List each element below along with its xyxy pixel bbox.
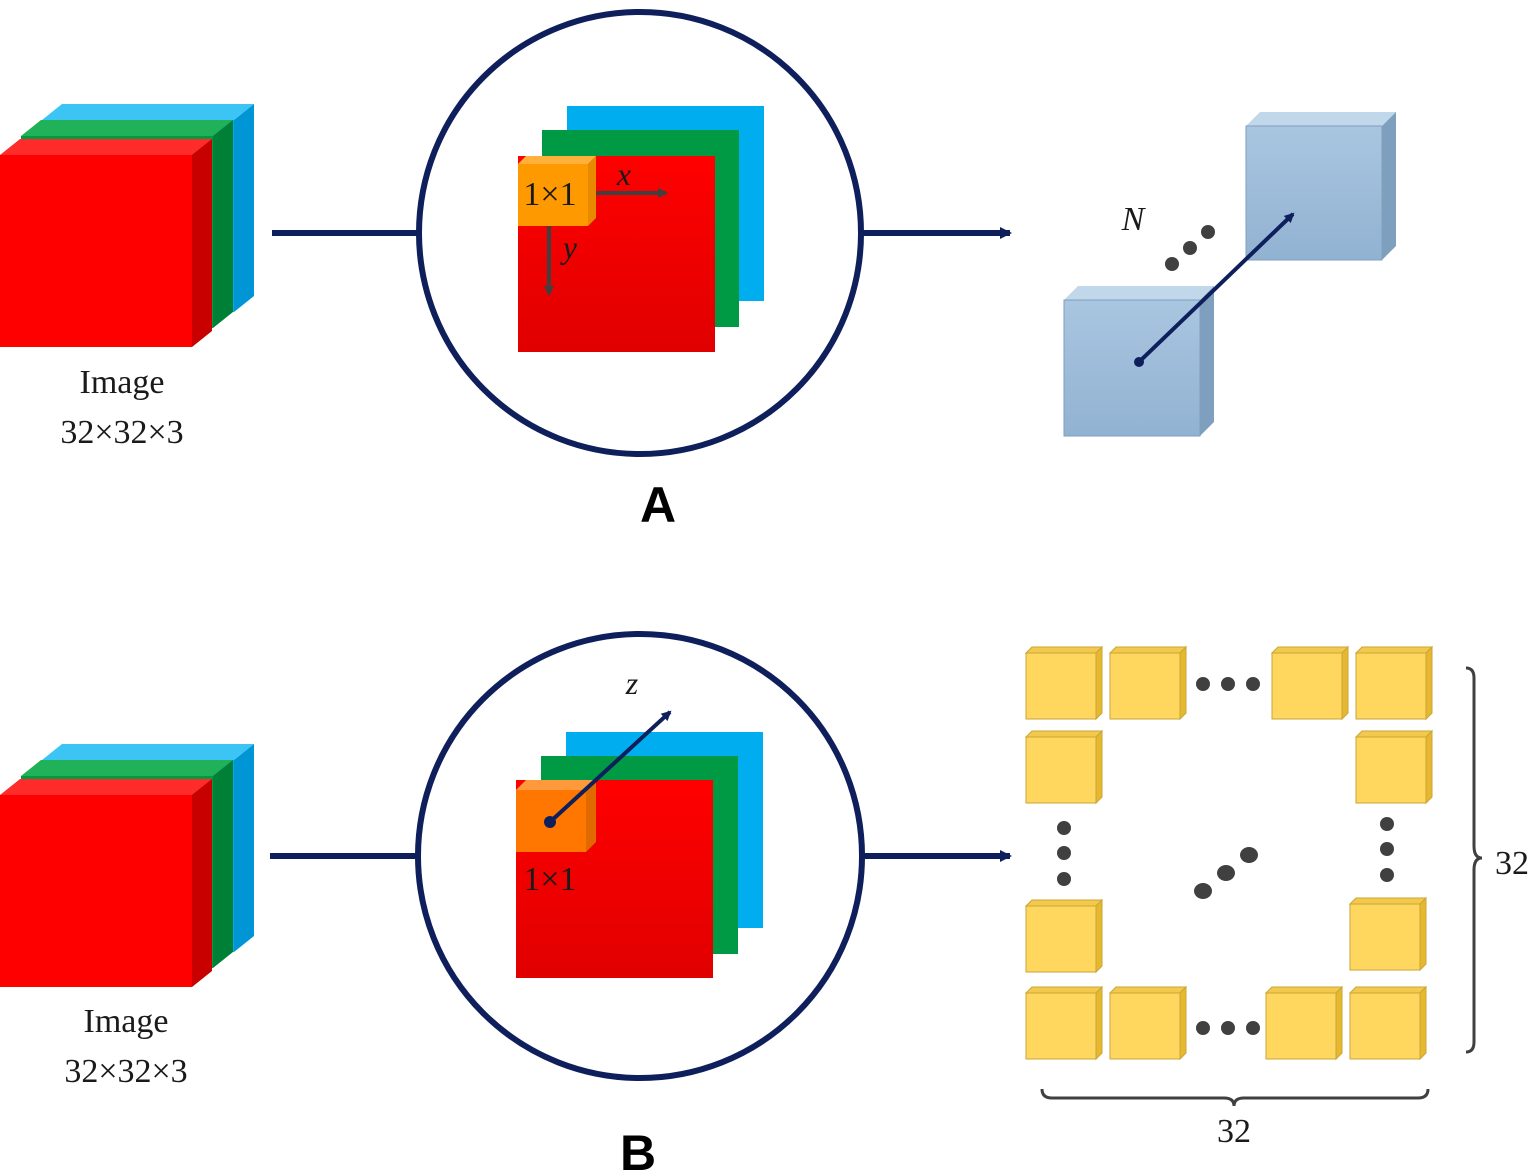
- grid-cube: [1355, 646, 1433, 720]
- y-axis-label: y: [560, 229, 578, 265]
- grid-height-brace: [1465, 666, 1483, 1054]
- panel-b-label: B: [620, 1125, 656, 1176]
- depth-arrow: [1137, 212, 1295, 364]
- depth-arrow-origin: [1134, 357, 1144, 367]
- x-axis-label: x: [616, 156, 631, 192]
- grid-cube: [1349, 986, 1427, 1060]
- output-cube-grid: [1025, 646, 1433, 1060]
- kernel-cube-a: [518, 156, 596, 226]
- grid-cube: [1025, 986, 1103, 1060]
- input-image-label: Image: [84, 1003, 169, 1040]
- input-image-label: Image: [80, 364, 165, 401]
- grid-cube: [1109, 986, 1187, 1060]
- grid-ellipsis-top: [1196, 677, 1260, 691]
- grid-cube: [1355, 730, 1433, 804]
- input-image-dimensions: 32×32×3: [64, 1053, 187, 1090]
- grid-cube: [1109, 646, 1187, 720]
- grid-cube: [1025, 730, 1103, 804]
- panel-a-label: A: [640, 477, 676, 533]
- grid-cube: [1265, 986, 1343, 1060]
- input-image-dimensions: 32×32×3: [60, 414, 183, 451]
- grid-height-label: 32: [1495, 845, 1529, 882]
- z-axis-origin: [544, 816, 556, 828]
- grid-width-brace: [1040, 1088, 1430, 1107]
- grid-ellipsis-right: [1380, 817, 1394, 882]
- grid-cube: [1025, 899, 1103, 973]
- red-channel-layer: [0, 779, 212, 987]
- kernel-size-label: 1×1: [523, 176, 576, 213]
- grid-cube: [1349, 897, 1427, 971]
- input-image-stack-a: [0, 104, 254, 347]
- grid-cube: [1271, 646, 1349, 720]
- input-image-stack-b: [0, 744, 254, 987]
- panel-b: Image 32×32×3 1×1 z: [0, 631, 1529, 1176]
- grid-cube: [1025, 646, 1103, 720]
- z-axis-arrow: [548, 710, 672, 824]
- red-channel-layer: [0, 139, 212, 347]
- grid-width-label: 32: [1217, 1113, 1251, 1150]
- grid-ellipsis-bottom: [1196, 1021, 1260, 1035]
- panel-a: Image 32×32×3 1×1 x y: [0, 9, 1396, 533]
- kernel-size-label: 1×1: [523, 861, 576, 898]
- z-axis-label: z: [625, 665, 639, 701]
- output-count-label: N: [1121, 201, 1147, 238]
- ellipsis-dots: [1165, 225, 1215, 271]
- grid-ellipsis-left: [1057, 821, 1071, 886]
- grid-ellipsis-diagonal: [1194, 847, 1258, 899]
